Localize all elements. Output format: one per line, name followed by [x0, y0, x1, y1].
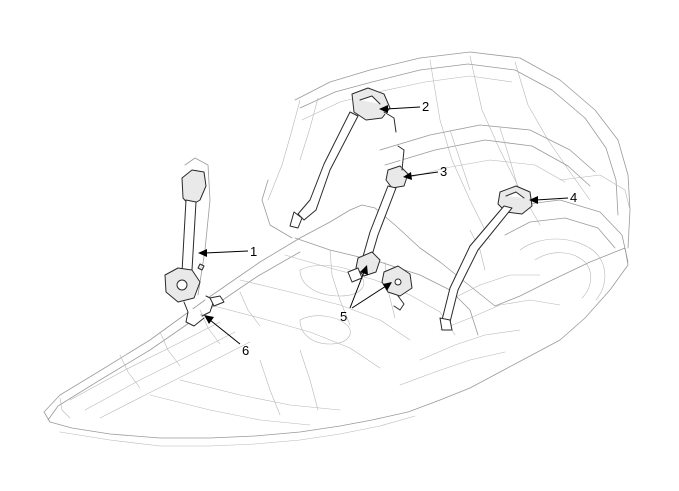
callout-labels: 1 2 3 4 5 6	[242, 99, 577, 358]
callout-6: 6	[242, 343, 249, 358]
arrowhead-2	[379, 105, 388, 113]
arrowhead-5a	[360, 265, 368, 275]
callout-5: 5	[340, 309, 347, 324]
rear-seat-belt-buckles	[347, 251, 413, 311]
leader-line-1	[204, 250, 249, 254]
rear-center-seat-belt-assembly	[361, 145, 409, 263]
arrowhead-5b	[383, 282, 392, 291]
callout-3: 3	[440, 164, 447, 179]
leader-line-2	[385, 106, 421, 110]
leader-lines	[198, 105, 569, 345]
arrowhead-4	[529, 196, 538, 204]
rear-seat-belt-right-assembly	[439, 185, 533, 331]
leader-line-5b	[351, 285, 387, 309]
leader-line-3	[409, 171, 439, 177]
leader-line-5a	[349, 271, 365, 309]
leader-line-6	[209, 319, 241, 345]
arrowhead-3	[403, 172, 412, 180]
arrowhead-1	[198, 249, 207, 257]
arrowhead-6	[204, 315, 214, 324]
rear-seat-belt-left-assembly	[289, 87, 397, 229]
leader-line-4	[535, 197, 569, 201]
callout-1: 1	[250, 244, 257, 259]
front-seat-belt-assembly	[164, 169, 215, 327]
vehicle-body-frame	[43, 51, 631, 447]
front-belt-anchor-bolt	[209, 295, 225, 307]
callout-4: 4	[570, 190, 577, 205]
callout-2: 2	[422, 99, 429, 114]
